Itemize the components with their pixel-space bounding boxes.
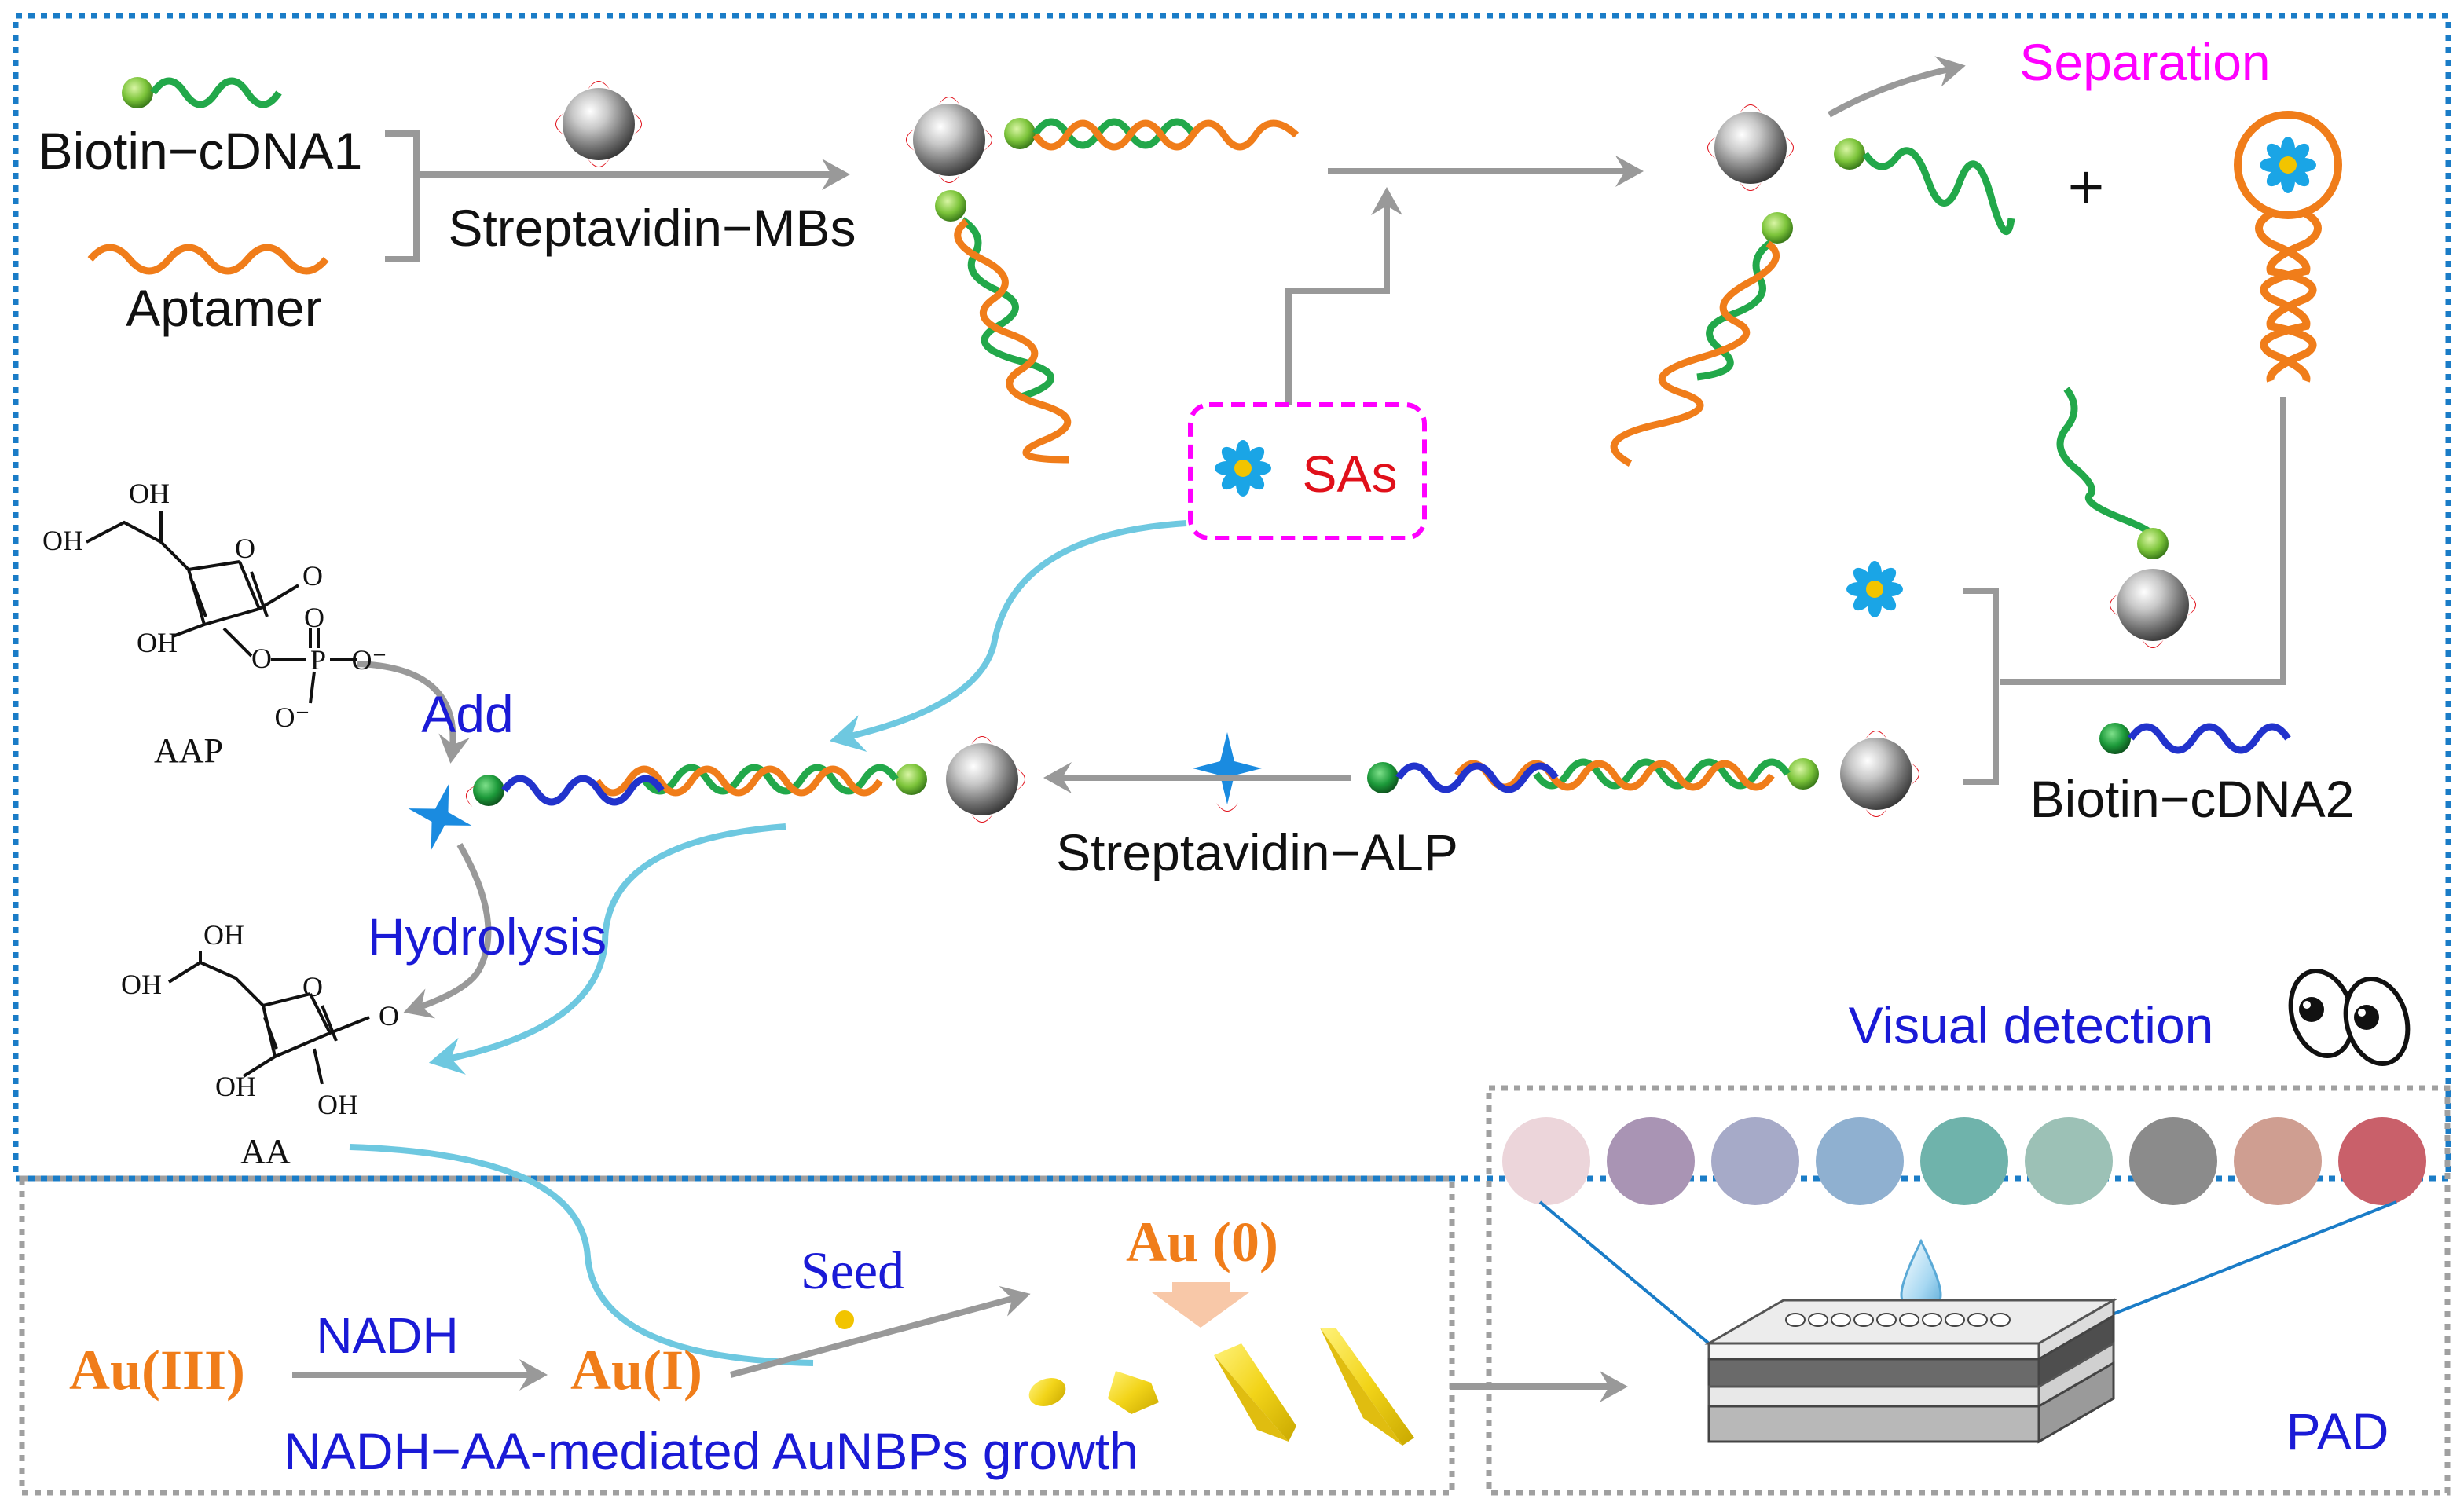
arrow-au1-to-au0 [729, 1285, 1031, 1378]
gold-particle-icon [1028, 1328, 1414, 1446]
arrow-aap-add [357, 661, 471, 764]
streptavidin-mbs-label: Streptavidin−MBs [448, 199, 856, 257]
aa-oh-label: OH [317, 1089, 358, 1120]
add-label: Add [421, 685, 513, 743]
sandwich-complex [1367, 731, 1920, 817]
growth-label: NADH−AA-mediated AuNBPs growth [284, 1422, 1138, 1480]
arrow-separation [1828, 56, 1966, 118]
aap-oh-label: OH [137, 627, 178, 658]
capture-complex [906, 97, 1300, 464]
sa-flower-icon [1846, 561, 1903, 617]
aap-phosphorus: P [310, 644, 326, 676]
sas-box [1188, 402, 1427, 540]
eyes-icon [2288, 968, 2411, 1067]
aptamer-label: Aptamer [126, 279, 321, 337]
biotin-cdna2-label: Biotin−cDNA2 [2030, 770, 2355, 828]
pad-spot [1502, 1117, 1590, 1205]
device-well [1967, 1313, 1988, 1327]
au3-label: Au(III) [69, 1339, 245, 1402]
arrow-aa-to-seed [349, 1144, 814, 1366]
aa-oh-label: OH [215, 1071, 256, 1102]
device-well [1854, 1313, 1874, 1327]
aptamer-sa-hairpin [2234, 111, 2342, 383]
biotin-icon [122, 77, 153, 108]
aap-ester-oxygen: O [251, 643, 272, 674]
arrow-sas-up [1285, 187, 1402, 409]
bracket-lower [1963, 588, 1999, 785]
down-arrow-au0 [1152, 1282, 1249, 1328]
device-well [1945, 1313, 1965, 1327]
pad-color-spots [1502, 1117, 2426, 1205]
bracket-reagents [385, 130, 420, 262]
full-sandwich-complex [399, 736, 1025, 859]
device-well [1876, 1313, 1897, 1327]
nadh-label: NADH [316, 1307, 458, 1364]
seed-dot [835, 1310, 854, 1329]
pad-spot [2129, 1117, 2217, 1205]
streptavidin-mb-icon [556, 81, 642, 167]
sa-flower-icon [1215, 440, 1271, 497]
displaced-complex [1610, 104, 2015, 467]
pad-spot [1816, 1117, 1904, 1205]
separation-label: Separation [2019, 33, 2270, 91]
device-well [1899, 1313, 1920, 1327]
pad-spot [2025, 1117, 2113, 1205]
au1-label: Au(I) [570, 1339, 702, 1402]
arrow-alp-hydrolysis [428, 823, 786, 1075]
au0-label: Au (0) [1126, 1211, 1278, 1273]
arrow-hydrolysis [403, 842, 492, 1019]
streptavidin-alp-label: Streptavidin−ALP [1056, 823, 1458, 881]
line-hairpin-down [2000, 397, 2286, 685]
biotin-cdna2-probe [2099, 723, 2291, 754]
device-well [1990, 1313, 2011, 1327]
aap-p-oxygen: O⁻ [352, 644, 387, 676]
growth-panel-border [19, 1175, 1455, 1496]
aap-ring-oxygen: O [235, 533, 255, 564]
plus-sign: + [2068, 152, 2105, 222]
alp-star-icon [399, 775, 481, 859]
device-well [1808, 1313, 1828, 1327]
aap-oh-label: OH [129, 478, 170, 509]
arrow-sas-to-sandwich [829, 520, 1187, 752]
pad-spot [1920, 1117, 2008, 1205]
seed-label: Seed [801, 1240, 904, 1300]
pad-spot [2338, 1117, 2426, 1205]
biotin-cdna1-label: Biotin−cDNA1 [38, 122, 363, 180]
pad-spot [2234, 1117, 2322, 1205]
sas-label: SAs [1302, 445, 1397, 503]
callout-line-left [1538, 1200, 1710, 1345]
aap-structure [86, 511, 358, 704]
aa-structure [167, 951, 370, 1085]
device-well [1831, 1313, 1851, 1327]
visual-detection-label: Visual detection [1849, 996, 2214, 1054]
device-well [1785, 1313, 1806, 1327]
aap-p-oxygen: O⁻ [275, 702, 310, 733]
aap-label: AAP [154, 731, 223, 770]
aptamer-strand [87, 244, 329, 275]
paper-device-icon [1704, 1298, 2118, 1444]
pad-panel-border [1486, 1085, 2451, 1496]
aa-label: AA [240, 1132, 291, 1171]
alp-star-icon [1193, 732, 1262, 812]
hydrolysis-label: Hydrolysis [368, 907, 607, 966]
aa-ring-oxygen: O [302, 971, 323, 1002]
aap-carbonyl-oxygen: O [302, 560, 323, 592]
pad-spot [1711, 1117, 1799, 1205]
device-well [1922, 1313, 1942, 1327]
biotin-cdna1-probe [122, 77, 282, 108]
aa-oh-label: OH [121, 969, 162, 1000]
aap-p-oxygen: O [304, 602, 324, 633]
pad-spot [1607, 1117, 1695, 1205]
aa-oh-label: OH [204, 919, 244, 951]
cdna1-mb-residual [2056, 387, 2196, 648]
pad-label: PAD [2286, 1402, 2389, 1460]
aa-carbonyl-oxygen: O [379, 1000, 399, 1031]
aap-oh-label: OH [42, 525, 83, 556]
